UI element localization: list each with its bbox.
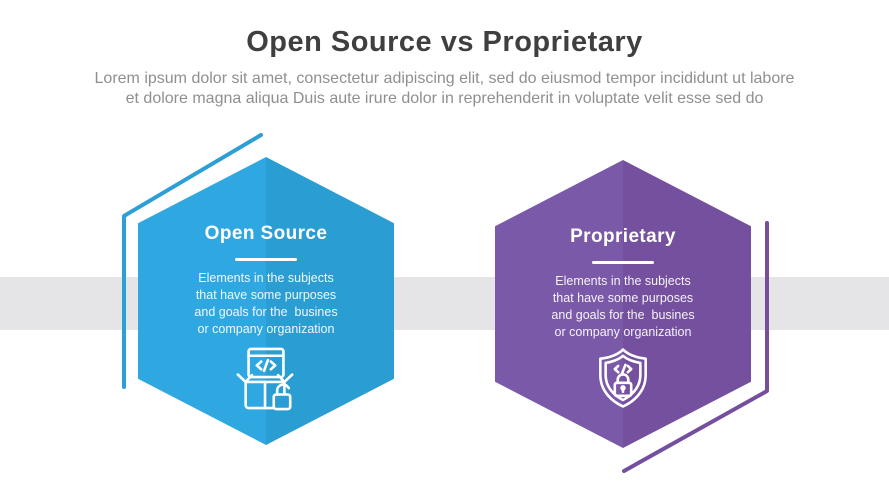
open-source-card: Open Source Elements in the subjects tha… xyxy=(138,157,394,445)
title-divider xyxy=(235,258,297,261)
open-source-card-title: Open Source xyxy=(204,223,328,244)
proprietary-card-description: Elements in the subjects that have some … xyxy=(551,274,695,339)
header: Open Source vs Proprietary Lorem ipsum d… xyxy=(0,0,889,109)
open-box-code-unlock-icon xyxy=(236,347,294,411)
proprietary-card-title: Proprietary xyxy=(570,226,676,247)
open-source-card-description: Elements in the subjects that have some … xyxy=(194,271,338,336)
background-band xyxy=(0,277,889,330)
page-title: Open Source vs Proprietary xyxy=(246,26,643,58)
title-divider xyxy=(592,261,654,264)
shield-code-lock-icon xyxy=(599,348,647,408)
page-subtitle: Lorem ipsum dolor sit amet, consectetur … xyxy=(94,70,795,107)
proprietary-card: Proprietary Elements in the subjects tha… xyxy=(495,160,751,448)
